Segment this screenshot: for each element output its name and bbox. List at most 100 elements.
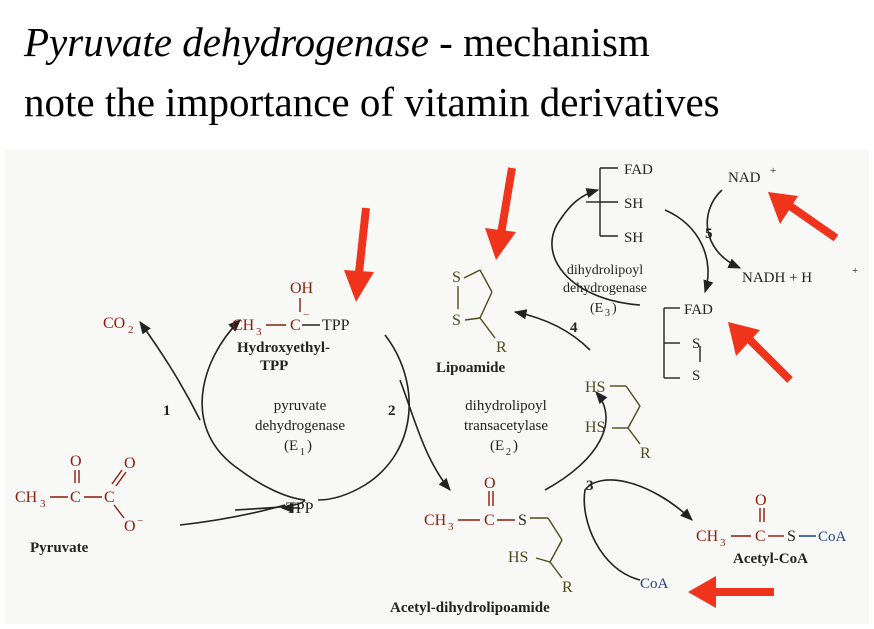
dihydro-hs2: HS <box>585 419 605 436</box>
e3-cycle-right <box>664 209 714 294</box>
svg-text:dehydrogenase: dehydrogenase <box>255 418 345 434</box>
acoa-s: S <box>787 528 796 545</box>
svg-text:+: + <box>770 165 776 177</box>
co2-label: CO <box>103 315 125 332</box>
arrow-fad <box>728 322 793 383</box>
svg-text:3: 3 <box>256 326 262 338</box>
highlight-arrows <box>344 167 839 608</box>
e3-sh-1: SH <box>624 196 643 212</box>
svg-text:dihydrolipoyl: dihydrolipoyl <box>567 263 643 278</box>
svg-text:transacetylase: transacetylase <box>464 418 548 434</box>
svg-text:−: − <box>137 515 143 527</box>
lipo-r: R <box>496 339 507 356</box>
step2-arrow <box>399 379 451 491</box>
arrow-lipoamide <box>485 167 516 260</box>
svg-text:C: C <box>104 489 115 506</box>
tpp-label: TPP <box>286 500 314 517</box>
e3-cycle-left <box>551 188 641 306</box>
dihydro-hs1: HS <box>585 379 605 396</box>
hydroxyethyl-label-2: TPP <box>260 358 288 374</box>
title-rest: - mechanism <box>428 19 650 65</box>
pyruvate-o1: O <box>70 453 82 470</box>
svg-text:C: C <box>290 317 301 334</box>
step-4: 4 <box>570 320 578 336</box>
acoa-coa: CoA <box>818 529 847 545</box>
arrow-hydroxyethyl-tpp <box>344 207 374 302</box>
step-1: 1 <box>163 403 171 419</box>
e3-fad-bottom: FAD <box>684 302 713 318</box>
hydroxyethyl-oh: OH <box>290 280 314 297</box>
lipo-s1: S <box>452 269 461 286</box>
lipoamide-label: Lipoamide <box>436 360 506 376</box>
e3-sh-2: SH <box>624 230 643 246</box>
e3-label: dihydrolipoyl dehydrogenase (E 3 ) <box>563 263 647 319</box>
svg-text:dihydrolipoyl: dihydrolipoyl <box>465 398 547 414</box>
svg-text:C: C <box>484 512 495 529</box>
pyruvate-ominus: O <box>124 518 136 535</box>
svg-text:3: 3 <box>605 308 610 319</box>
enzyme-name: Pyruvate dehydrogenase <box>24 19 429 65</box>
svg-text:pyruvate: pyruvate <box>274 398 327 414</box>
arrow-coa <box>688 576 774 608</box>
step5-arrow <box>706 189 742 269</box>
e3-s-1: S <box>692 336 700 352</box>
svg-text:dehydrogenase: dehydrogenase <box>563 281 647 296</box>
svg-text:3: 3 <box>40 498 46 510</box>
co2: CO 2 <box>103 315 134 336</box>
e1-label: pyruvate dehydrogenase (E 1 ) <box>255 398 345 458</box>
title-line-2: note the importance of vitamin derivativ… <box>24 79 720 125</box>
nadh-label: NADH + H <box>742 270 812 286</box>
svg-text:(E: (E <box>284 438 298 454</box>
svg-text:): ) <box>513 438 518 454</box>
adl-hs: HS <box>508 549 528 566</box>
hydroxyethyl-label-1: Hydroxyethyl- <box>237 340 330 356</box>
svg-text:−: − <box>303 309 309 321</box>
coa-label: CoA <box>640 576 669 592</box>
lipoamide-structure: S S R Lipoamide <box>436 269 507 376</box>
title-line-1: Pyruvate dehydrogenase - mechanism <box>24 18 650 66</box>
svg-text:CH: CH <box>232 317 255 334</box>
svg-text:C: C <box>755 528 766 545</box>
acetyl-coa-structure: O CH 3 C S CoA Acetyl-CoA <box>696 492 847 567</box>
dihydrolipoamide-structure: HS HS R <box>585 379 651 462</box>
svg-text:+: + <box>852 265 858 277</box>
svg-text:CH: CH <box>424 512 447 529</box>
svg-text:(E: (E <box>590 301 603 316</box>
svg-text:C: C <box>70 489 81 506</box>
lipo-s2: S <box>452 312 461 329</box>
hydroxyethyl-tpp-structure: OH CH 3 C − TPP Hydroxyethyl- TPP <box>232 280 350 374</box>
co2-subscript: 2 <box>128 324 134 336</box>
figure-panel <box>5 150 869 624</box>
svg-text:): ) <box>612 301 617 316</box>
coa-arrow <box>583 479 693 581</box>
svg-text:CH: CH <box>696 528 719 545</box>
acetyl-dihydrolipoamide-label: Acetyl-dihydrolipoamide <box>390 600 550 616</box>
acoa-o: O <box>755 492 767 509</box>
adl-o: O <box>484 475 496 492</box>
dihydro-r: R <box>640 445 651 462</box>
svg-text:): ) <box>307 438 312 454</box>
step-2: 2 <box>388 403 396 419</box>
cycle-e1 <box>139 319 410 526</box>
step-3: 3 <box>586 478 594 494</box>
e3-reduced-structure <box>586 167 618 237</box>
pyruvate-ch3: CH <box>15 489 38 506</box>
svg-text:(E: (E <box>490 438 504 454</box>
nad-label: NAD <box>728 170 761 186</box>
step3-arrow-up <box>544 391 608 491</box>
step4-arrow <box>513 309 591 351</box>
acetyl-coa-label: Acetyl-CoA <box>733 551 808 567</box>
hydroxyethyl-tpp-group: TPP <box>322 317 350 334</box>
svg-text:1: 1 <box>300 447 305 458</box>
e3-fad-top: FAD <box>624 162 653 178</box>
pyruvate-structure: CH 3 C O C O O − Pyruvate <box>15 453 143 556</box>
arrow-nad <box>768 192 839 242</box>
svg-text:3: 3 <box>448 521 454 533</box>
pyruvate-o2: O <box>124 455 136 472</box>
e2-label: dihydrolipoyl transacetylase (E 2 ) <box>464 398 548 458</box>
pyruvate-label: Pyruvate <box>30 540 89 556</box>
acetyl-dihydrolipoamide-structure: O CH 3 C S HS R Acetyl-dihydrolipoamide <box>390 475 573 616</box>
e3-s-2: S <box>692 368 700 384</box>
adl-r: R <box>562 579 573 596</box>
